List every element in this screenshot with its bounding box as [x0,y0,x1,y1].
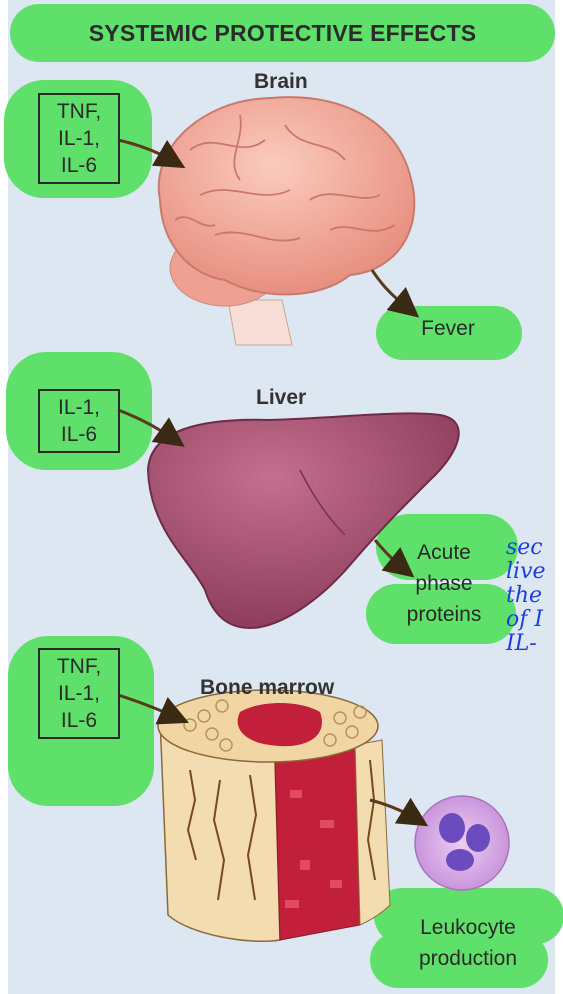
cytokine-tnf: TNF, [45,98,113,125]
output-production: production [398,943,538,974]
cytokine-il1: IL-1, [45,680,113,707]
cytokine-il6: IL-6 [45,152,113,179]
cytokine-il1: IL-1, [45,125,113,152]
liver-label: Liver [256,386,306,410]
handwritten-note: sec live the of I IL- [506,536,546,656]
brain-illustration [159,97,415,345]
output-leukocyte: Leukocyte [398,912,538,943]
output-acute: Acute [388,537,500,568]
note-line-1: sec [506,536,546,560]
liver-cytokine-box: IL-1, IL-6 [38,389,120,453]
cytokine-il1: IL-1, [45,394,113,421]
leukocyte-production-label: Leukocyte production [398,912,538,974]
fever-label: Fever [398,313,498,344]
brain-cytokine-box: TNF, IL-1, IL-6 [38,93,120,184]
output-phase: phase [388,568,500,599]
note-line-2: live [506,560,546,584]
cytokine-il6: IL-6 [45,707,113,734]
acute-phase-proteins-label: Acute phase proteins [388,537,500,630]
note-line-4: of I [506,608,546,632]
bone-marrow-label: Bone marrow [200,676,334,700]
note-line-5: IL- [506,632,546,656]
brain-label: Brain [254,70,308,94]
leukocyte-illustration [415,796,509,890]
marrow-cytokine-box: TNF, IL-1, IL-6 [38,648,120,739]
output-proteins: proteins [388,599,500,630]
bone-illustration [158,690,390,941]
cytokine-il6: IL-6 [45,421,113,448]
cytokine-tnf: TNF, [45,653,113,680]
note-line-3: the [506,584,546,608]
output-fever: Fever [398,313,498,344]
